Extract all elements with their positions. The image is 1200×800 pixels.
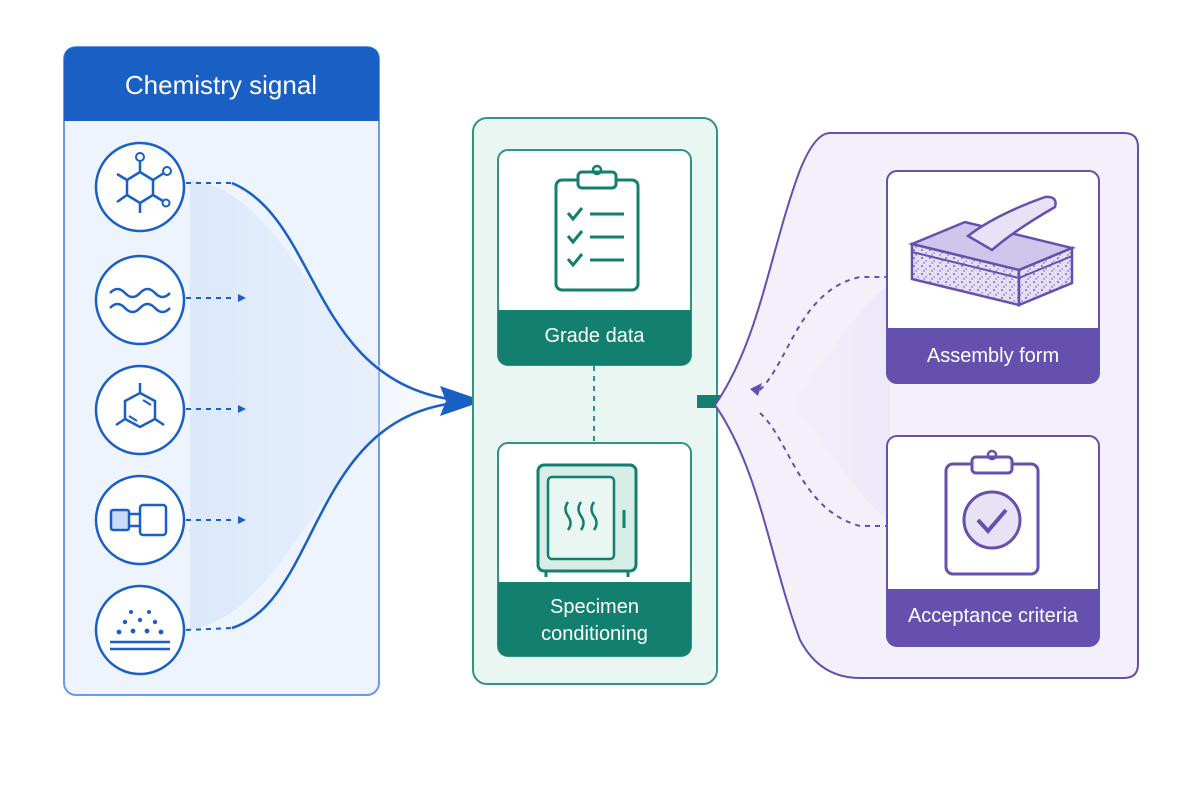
assembly-split-arrowhead [750,383,762,396]
grade-data-label: Grade data [544,325,645,347]
laminate-layers-icon [907,195,1077,307]
acceptance-criteria-label: Acceptance criteria [908,605,1079,627]
specimen-label-line1: Specimen [550,596,639,618]
assembly-form-label: Assembly form [927,345,1059,367]
wave-icon [94,254,186,346]
conditioning-oven-icon [536,463,638,577]
signal-funnel [190,180,460,630]
grade-panel: Grade data Specimen conditioning [472,117,718,685]
signal-converging-curves [231,181,456,630]
assembly-panel: Assembly form Acceptance criteria [713,132,1139,679]
assembly-form-card: Assembly form [886,170,1100,384]
specimen-label-line2: conditioning [541,623,648,645]
grade-data-card: Grade data [497,149,692,366]
molecule-icon [94,141,186,233]
acceptance-criteria-card: Acceptance criteria [886,435,1100,647]
clipboard-check-icon [944,449,1040,576]
specimen-conditioning-card: Specimen conditioning [497,442,692,657]
signal-dashed-lines [185,182,236,631]
signal-small-arrowheads [238,294,246,524]
hexagon-ring-icon [94,364,186,456]
connector-block-icon [94,474,186,566]
chemistry-panel-title: Chemistry signal [125,70,317,100]
assembly-dashed-lines [759,276,888,527]
clipboard-checklist-icon [554,164,640,292]
signal-main-arrow [440,386,484,416]
chemistry-panel: Chemistry signal [63,46,484,696]
particle-surface-icon [94,584,186,676]
chemistry-panel-header [64,47,379,121]
